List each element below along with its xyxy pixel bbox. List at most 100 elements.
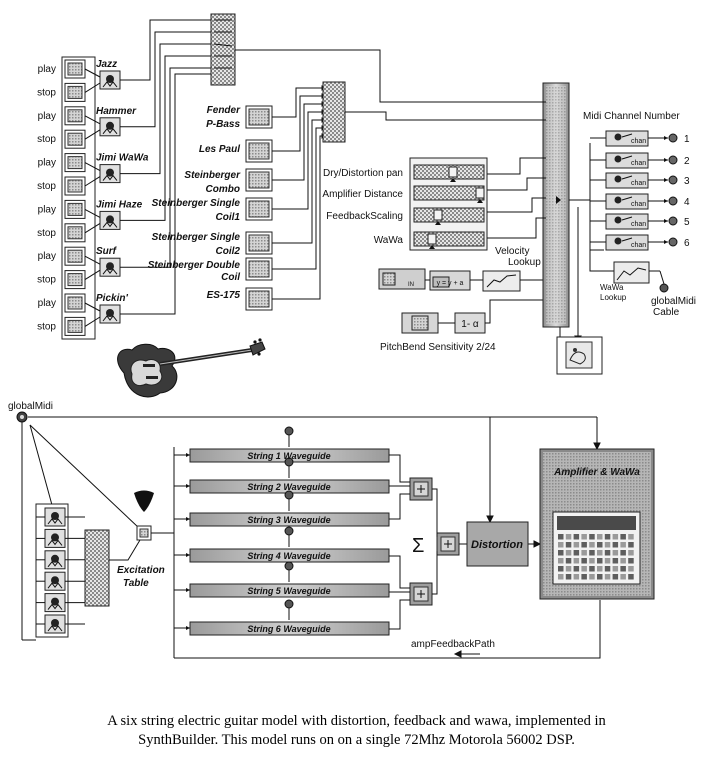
play-label: play [38,158,56,169]
guitar-type-label: Coil2 [216,246,241,257]
waveguide-label: String 3 Waveguide [247,515,330,525]
guitar-type-label: Les Paul [199,144,240,155]
caption-line-2: SynthBuilder. This model runs on on a si… [138,732,575,748]
global-midi-source-node [16,411,28,423]
play-label: play [38,111,56,122]
channel-number-label: 2 [684,156,690,167]
guitar-type-button[interactable] [245,257,273,281]
song-name-label: Jazz [96,59,117,70]
stop-label: stop [37,181,56,192]
slider-control[interactable] [413,185,485,203]
guitar-type-label: Steinberger Double [148,260,241,271]
excitation-table-label: Excitation [117,565,165,576]
guitar-type-label: Combo [206,184,240,195]
sigma-symbol: Σ [412,535,424,557]
guitar-type-label: Coil [221,272,240,283]
guitar-type-label: ES-175 [207,290,241,301]
slider-control[interactable] [413,231,485,249]
amp-feedback-path-label: ampFeedbackPath [411,639,495,650]
guitar-type-button[interactable] [245,231,273,255]
midi-channel-output [590,152,678,169]
global-midi-label: globalMidi [8,401,53,412]
midi-channel-output [590,130,678,147]
wawa-lookup-box [613,261,660,284]
guitar-type-selector-switch [322,81,346,143]
midi-channel-number-label: Midi Channel Number [583,111,680,122]
slider-control[interactable] [413,207,485,225]
adder-mid [436,532,460,556]
play-button[interactable] [64,106,86,126]
stop-button[interactable] [64,176,86,196]
guitar-type-label: Steinberger [184,170,241,181]
adder-top [409,477,433,501]
midi-channel-output [590,234,678,251]
slider-label: WaWa [374,235,404,246]
play-button[interactable] [64,199,86,219]
string-waveguide [174,561,390,598]
guitar-type-button[interactable] [245,287,273,311]
play-label: play [38,298,56,309]
guitar-type-label: P-Bass [206,119,240,130]
song-sequencer-icon [99,210,121,230]
guitar-type-button[interactable] [245,139,273,163]
chan-label: chan [631,242,646,249]
chan-label: chan [631,180,646,187]
play-label: play [38,251,56,262]
figure-caption: A six string electric guitar model with … [0,712,713,750]
stop-button[interactable] [64,316,86,336]
distortion-label: Distortion [471,539,523,551]
play-button[interactable] [64,246,86,266]
midi-monitor-box [556,336,603,375]
guitar-type-button[interactable] [245,105,273,129]
slider-label: Amplifier Distance [322,189,403,200]
stop-button[interactable] [64,82,86,102]
channel-number-label: 6 [684,238,690,249]
accumulator-label: y = y + a [437,280,464,287]
stop-label: stop [37,275,56,286]
stop-button[interactable] [64,129,86,149]
song-sequencer-icon [99,304,121,324]
slider-label: FeedbackScaling [326,211,403,222]
waveguide-label: String 5 Waveguide [247,586,330,596]
guitar-type-label: Steinberger Single [152,232,241,243]
midi-channel-output [590,193,678,210]
play-button[interactable] [64,59,86,79]
channel-number-label: 1 [684,134,690,145]
excitation-selector [84,529,110,607]
stop-label: stop [37,87,56,98]
midi-string-channel-icon [44,507,66,527]
song-selector-switch [210,13,236,86]
song-sequencer-icon [99,70,121,90]
caption-line-1: A six string electric guitar model with … [107,713,606,729]
slider-control[interactable] [413,164,485,182]
wawa-lookup-label: WaWa [600,283,624,292]
velocity-lookup-label: Lookup [508,257,541,268]
chan-label: chan [631,221,646,228]
play-button[interactable] [64,293,86,313]
stop-button[interactable] [64,223,86,243]
string-waveguide [174,490,390,527]
guitar-type-label: Steinberger Single [152,198,241,209]
chan-label: chan [631,138,646,145]
stop-label: stop [37,134,56,145]
velocity-lookup-label: Velocity [495,246,529,257]
pitchbend-chain [401,299,546,334]
waveguide-label: String 1 Waveguide [247,451,330,461]
slider-label: Dry/Distortion pan [323,168,403,179]
play-label: play [38,204,56,215]
midi-merge-bus [542,82,570,328]
in-label: IN [408,282,414,288]
midi-string-channel-icon [44,593,66,613]
play-button[interactable] [64,153,86,173]
guitar-type-button[interactable] [245,168,273,192]
stop-label: stop [37,228,56,239]
global-midi-cable-label: globalMidi [651,296,696,307]
channel-number-label: 3 [684,176,690,187]
guitar-type-button[interactable] [245,197,273,221]
waveguide-label: String 6 Waveguide [247,624,330,634]
stop-button[interactable] [64,270,86,290]
guitar-type-label: Coil1 [216,212,241,223]
chan-label: chan [631,201,646,208]
song-sequencer-icon [99,164,121,184]
